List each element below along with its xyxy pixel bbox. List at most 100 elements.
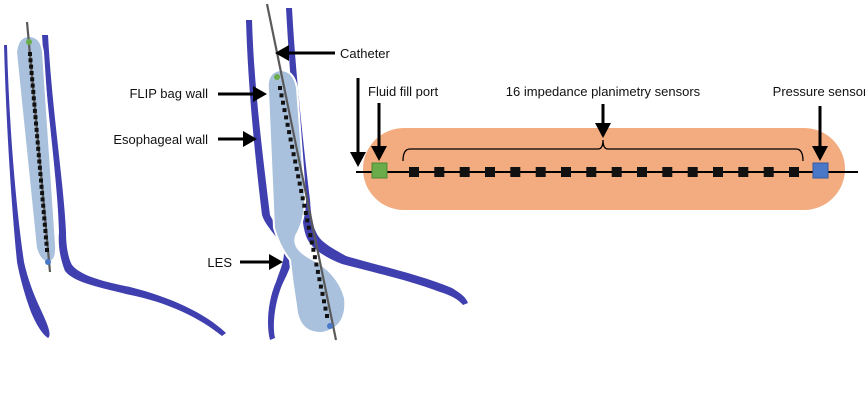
pressure-sensor-marker xyxy=(812,162,829,179)
catheter-schematic: Fluid fill port 16 impedance planimetry … xyxy=(350,78,865,210)
left-esophagus-panel xyxy=(4,21,226,338)
left-sensor-dot-24 xyxy=(40,197,45,202)
pressure-sensor-arrow-head xyxy=(812,146,828,161)
middle-sensor-dot-18 xyxy=(303,211,308,215)
left-sensor-dot-18 xyxy=(37,159,42,164)
middle-sensor-dot-1 xyxy=(278,86,282,90)
label-pressure-sensor: Pressure sensor xyxy=(773,84,865,99)
left-sensor-dot-10 xyxy=(32,108,37,113)
left-sensor-dot-11 xyxy=(33,115,38,120)
middle-sensor-dot-31 xyxy=(323,306,328,311)
middle-sensor-dot-28 xyxy=(318,284,323,289)
fluid-fill-port-marker xyxy=(371,162,388,179)
left-pressure-sensor-dot xyxy=(45,259,51,265)
left-sensor-dot-17 xyxy=(36,153,41,158)
left-sensor-dot-29 xyxy=(43,229,48,233)
impedance-sensor-2 xyxy=(434,167,445,177)
middle-sensor-dot-17 xyxy=(302,203,307,208)
left-sensor-dot-4 xyxy=(29,71,34,75)
left-flip-bag xyxy=(14,34,58,264)
left-sensor-dot-12 xyxy=(34,121,38,126)
left-sensor-dot-26 xyxy=(41,210,46,215)
left-sensor-dot-25 xyxy=(41,203,46,208)
impedance-sensor-1 xyxy=(409,167,419,177)
impedance-sensor-6 xyxy=(535,167,546,177)
left-sensor-dot-31 xyxy=(44,241,49,246)
catheter-end-arrow-head xyxy=(350,152,366,167)
middle-esophageal-wall-left xyxy=(246,20,293,340)
impedance-sensor-13 xyxy=(713,167,723,177)
left-fluid-port-dot xyxy=(26,39,32,45)
left-sensor-dot-2 xyxy=(28,58,33,63)
middle-sensor-dot-4 xyxy=(282,108,287,113)
impedance-sensor-14 xyxy=(738,167,749,177)
left-sensor-dot-27 xyxy=(42,216,47,221)
impedance-sensor-11 xyxy=(662,167,673,177)
label-fluid-fill-port: Fluid fill port xyxy=(368,84,438,99)
impedance-sensors-arrow-head xyxy=(595,123,611,138)
left-sensor-dot-15 xyxy=(35,140,40,145)
flip-bag-wall-arrow-head xyxy=(253,86,267,102)
middle-flip-bag xyxy=(266,68,347,335)
impedance-sensor-9 xyxy=(611,167,622,177)
left-sensor-dot-7 xyxy=(31,89,36,94)
middle-sensor-dot-5 xyxy=(284,115,289,120)
middle-catheter xyxy=(265,3,338,341)
left-sensor-dot-14 xyxy=(35,134,40,139)
left-sensor-dot-16 xyxy=(36,146,41,151)
left-sensor-dot-1 xyxy=(28,52,32,56)
impedance-sensor-7 xyxy=(561,167,571,177)
left-sensor-dot-20 xyxy=(38,172,43,177)
left-sensor-dot-22 xyxy=(39,184,44,189)
middle-sensor-dot-7 xyxy=(287,130,292,135)
left-sensor-dot-32 xyxy=(45,248,49,252)
left-esophageal-wall-right xyxy=(42,35,226,336)
middle-sensor-dot-22 xyxy=(309,240,314,245)
label-les: LES xyxy=(207,255,232,270)
middle-sensor-dot-13 xyxy=(296,174,301,179)
middle-sensor-dot-10 xyxy=(291,152,296,157)
middle-sensor-dot-30 xyxy=(322,299,326,304)
left-sensor-dot-21 xyxy=(39,178,43,183)
label-impedance-sensors: 16 impedance planimetry sensors xyxy=(506,84,701,99)
middle-sensor-dot-6 xyxy=(285,122,290,127)
label-flip-bag-wall: FLIP bag wall xyxy=(129,86,208,101)
impedance-sensor-16 xyxy=(789,167,799,177)
middle-sensor-dot-19 xyxy=(305,218,310,223)
left-sensor-dot-5 xyxy=(30,77,35,82)
middle-esophagus-panel xyxy=(246,3,468,341)
left-sensor-dot-19 xyxy=(37,165,42,170)
sensor-group-bracket xyxy=(402,139,804,162)
fluid-fill-port-arrow-head xyxy=(371,146,387,161)
left-sensor-dot-23 xyxy=(40,191,45,196)
label-esophageal-wall: Esophageal wall xyxy=(113,132,208,147)
left-sensor-dot-8 xyxy=(31,96,36,101)
middle-sensor-dot-20 xyxy=(306,225,311,230)
left-sensor-dot-30 xyxy=(43,235,48,240)
middle-sensor-dot-15 xyxy=(299,189,304,193)
impedance-sensor-15 xyxy=(763,167,774,177)
middle-sensor-dot-11 xyxy=(293,159,298,164)
middle-sensor-dot-9 xyxy=(290,144,295,149)
left-esophageal-wall-left xyxy=(4,45,50,338)
catheter-arrow-head xyxy=(275,45,289,61)
impedance-sensor-4 xyxy=(485,167,495,177)
middle-annotations: Catheter FLIP bag wall Esophageal wall L… xyxy=(113,45,391,270)
esophageal-wall-arrow-head xyxy=(243,131,257,147)
impedance-sensor-3 xyxy=(459,167,470,177)
middle-sensor-dot-25 xyxy=(314,262,319,267)
middle-sensor-dot-23 xyxy=(311,247,316,252)
left-sensor-dot-3 xyxy=(29,64,34,69)
middle-sensor-dot-32 xyxy=(325,314,329,318)
middle-sensor-dot-14 xyxy=(297,181,302,186)
impedance-sensor-12 xyxy=(687,167,698,177)
left-sensor-dot-9 xyxy=(32,102,37,107)
middle-sensor-dot-3 xyxy=(281,100,285,105)
impedance-sensor-10 xyxy=(637,167,647,177)
middle-sensor-dot-12 xyxy=(294,166,299,171)
impedance-sensor-5 xyxy=(510,167,521,177)
les-arrow-head xyxy=(269,254,283,270)
middle-fluid-port-dot xyxy=(274,74,280,80)
